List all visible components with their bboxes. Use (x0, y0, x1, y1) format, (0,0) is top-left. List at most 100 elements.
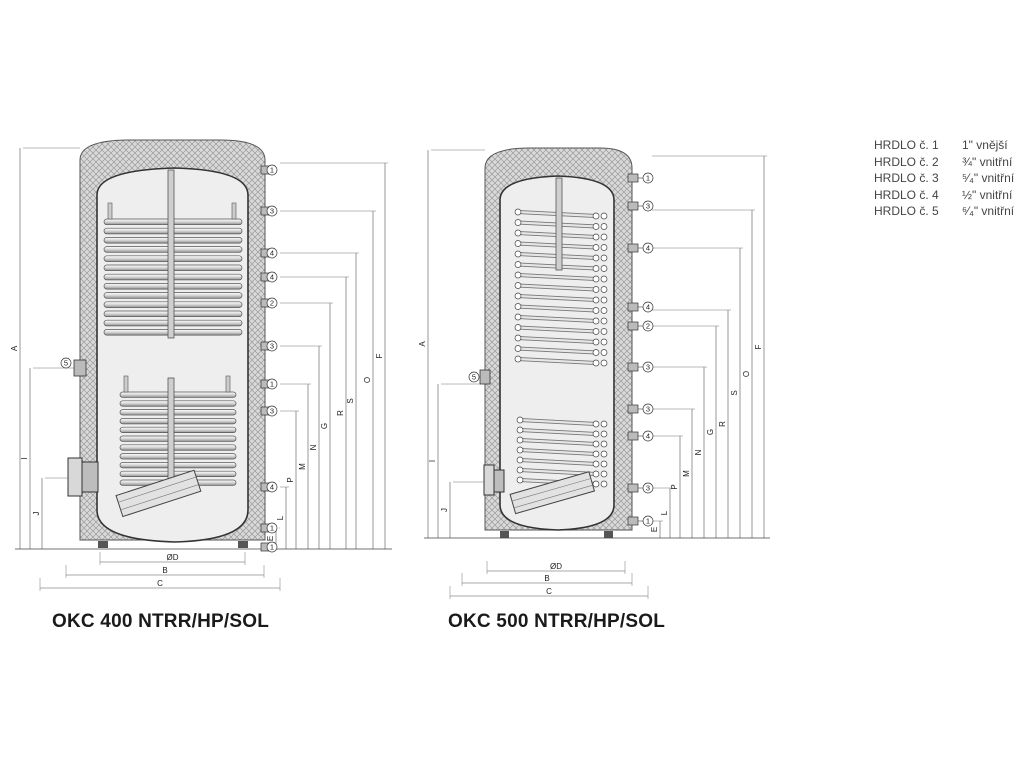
tube-end (516, 446, 524, 454)
nozzle-5 (479, 369, 491, 385)
nozzle-number-circle (642, 242, 654, 254)
tube-end (600, 420, 608, 428)
coil-turn (119, 409, 237, 416)
nozzle-number-circle (642, 430, 654, 442)
bundle-tube (516, 305, 598, 312)
tube-end (514, 303, 522, 310)
nozzle-number: 1 (270, 543, 274, 552)
legend-key: HRDLO č. 2 (874, 154, 939, 169)
nozzle-number: 1 (270, 166, 274, 175)
tube-end (592, 450, 600, 458)
bundle-tube (516, 326, 598, 333)
bundle-tube (516, 294, 598, 302)
tube-end (592, 440, 600, 448)
tube-end (514, 313, 522, 321)
tube-end (516, 436, 524, 444)
dimension-label: L (660, 510, 669, 515)
tube-end (514, 271, 522, 279)
dimension-label: B (544, 574, 549, 583)
legend-row: HRDLO č. 1 1" vnější (874, 137, 1014, 154)
tube-end (600, 317, 608, 325)
flange-bundle (115, 469, 202, 518)
nozzle-stub (627, 201, 639, 211)
tank-title-okc-400: OKC 400 NTRR/HP/SOL (52, 611, 270, 632)
tube-end (592, 338, 600, 346)
legend-key: HRDLO č. 3 (874, 171, 939, 186)
dimension-label: L (276, 515, 285, 520)
tube-end (592, 265, 600, 272)
inspection-flange (67, 457, 99, 497)
nozzle-number: 4 (646, 432, 650, 441)
tube-end (600, 212, 608, 220)
nozzle-number: 3 (270, 407, 274, 416)
tube-end (592, 275, 600, 283)
dimension-label: P (670, 484, 679, 489)
tube-end (592, 254, 600, 262)
nozzle-number-circle (266, 297, 278, 309)
legend-value: 1" vnější (962, 138, 1008, 152)
tube-end (600, 286, 608, 293)
nozzle-number-circle (266, 541, 278, 553)
tube-end (600, 328, 608, 335)
dimension-label: S (346, 398, 355, 403)
nozzle-number-circle (266, 340, 278, 352)
nozzle-number: 4 (646, 244, 650, 253)
bundle-tube (516, 284, 598, 291)
nozzle-number: 1 (270, 380, 274, 389)
tank-foot (238, 541, 248, 548)
dimension-label: I (20, 457, 29, 459)
bundle-tube (516, 357, 598, 365)
nozzle-number: 1 (270, 524, 274, 533)
tube-end (600, 265, 608, 272)
nozzle-stub (627, 483, 639, 493)
tube-end (600, 480, 608, 488)
coil-turn (119, 444, 237, 451)
tank-foot (500, 531, 509, 538)
dimension-label: E (266, 536, 275, 541)
nozzle-number-circle (266, 271, 278, 283)
tube-end (592, 296, 600, 304)
nozzle-number-circle (642, 200, 654, 212)
sensor-tube (555, 177, 563, 271)
nozzle-number-circle (468, 371, 480, 383)
tube-end (516, 466, 524, 474)
nozzle-stub (627, 516, 639, 526)
tube-end (592, 430, 600, 438)
nozzle-number: 2 (270, 299, 274, 308)
legend-value: ⁶⁄₄" vnitřní (962, 204, 1015, 219)
tube-end (514, 261, 522, 268)
tube-end (600, 254, 608, 262)
dimension-label: F (375, 353, 384, 358)
dimension-label: B (162, 566, 167, 575)
legend-value: ⁵⁄₄" vnitřní (962, 171, 1015, 186)
nozzle-number: 5 (472, 373, 476, 382)
dimension-label: C (546, 587, 552, 596)
coil-inlet (225, 375, 231, 393)
tube-end (600, 244, 608, 251)
tube-end (600, 275, 608, 283)
nozzle-number-circle (266, 522, 278, 534)
dimension-label: F (754, 344, 763, 349)
tank-title-okc-500: OKC 500 NTRR/HP/SOL (448, 611, 666, 632)
bundle-tube (516, 315, 598, 323)
tube-end (514, 334, 522, 342)
nozzle-stub (627, 173, 639, 183)
dimension-label: ØD (550, 562, 562, 571)
nozzle-stub (627, 243, 639, 253)
nozzle-number-circle (642, 403, 654, 415)
nozzle-number: 3 (646, 202, 650, 211)
nozzle-number: 3 (646, 363, 650, 372)
tube-end (592, 233, 600, 241)
bundle-tube (516, 336, 598, 344)
tank-okc-500 (479, 147, 633, 538)
dimension-label: O (363, 377, 372, 383)
tube-end (600, 450, 608, 458)
dimension-label: O (742, 371, 751, 377)
nozzle-number: 3 (270, 342, 274, 351)
tube-end (600, 338, 608, 346)
flange-bundle (509, 471, 596, 515)
legend-key: HRDLO č. 1 (874, 138, 939, 152)
nozzle-number-circle (642, 301, 654, 313)
tube-end (600, 470, 608, 478)
nozzle-number-circle (642, 172, 654, 184)
